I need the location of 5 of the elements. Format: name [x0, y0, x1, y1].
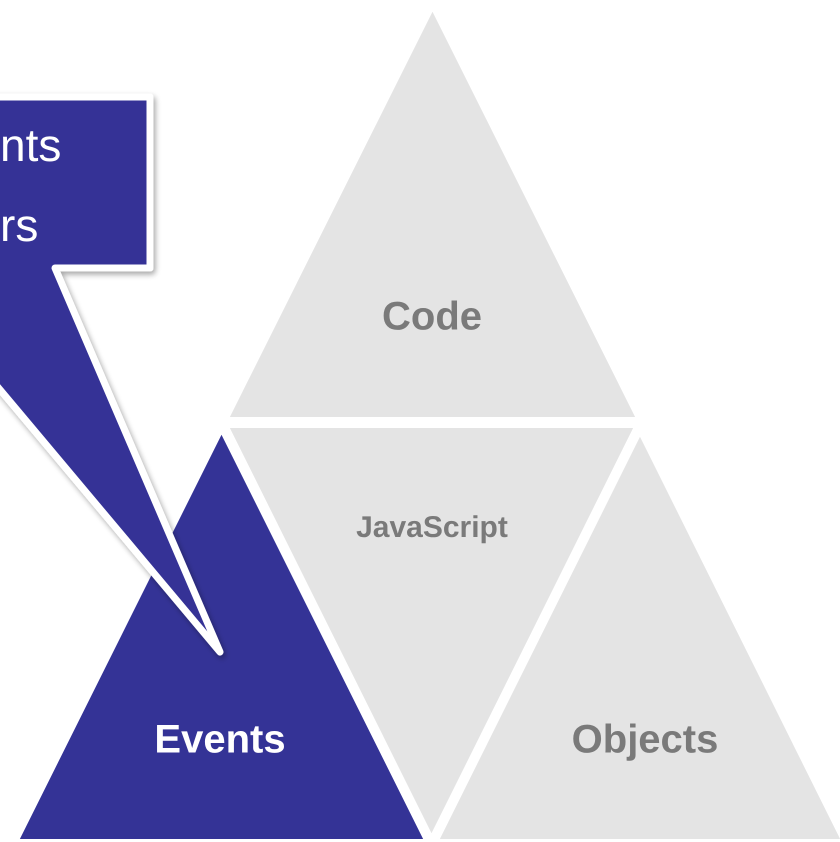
- callout-text: nts rs: [0, 118, 62, 253]
- segment-label: Events: [154, 718, 286, 762]
- segment-label: Code: [382, 294, 482, 340]
- segment-label: JavaScript: [356, 511, 508, 545]
- segment-label: Objects: [572, 718, 718, 762]
